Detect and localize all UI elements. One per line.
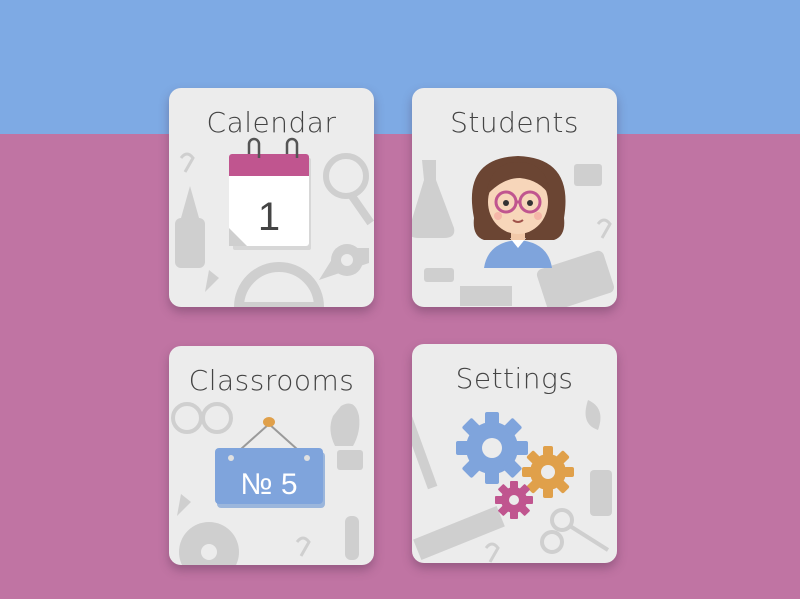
students-title: Students bbox=[450, 106, 579, 139]
background-doodles-icon bbox=[412, 160, 614, 307]
calendar-tile[interactable]: Calendar 1 bbox=[169, 88, 374, 307]
calendar-illustration: 1 bbox=[175, 137, 374, 307]
background-doodles-icon bbox=[175, 152, 374, 307]
background-top bbox=[0, 0, 800, 134]
students-illustration bbox=[412, 156, 614, 307]
settings-tile[interactable]: Settings bbox=[412, 344, 617, 563]
classroom-sign-icon: № 5 bbox=[215, 417, 325, 508]
classrooms-title: Classrooms bbox=[188, 364, 355, 397]
settings-title: Settings bbox=[455, 362, 574, 395]
calendar-day: 1 bbox=[258, 195, 280, 239]
classroom-number: № 5 bbox=[240, 468, 297, 501]
gears-icon bbox=[456, 412, 574, 519]
student-avatar-icon bbox=[471, 156, 566, 268]
calendar-title: Calendar bbox=[206, 106, 337, 139]
background-bottom bbox=[0, 134, 800, 599]
settings-illustration bbox=[412, 400, 612, 563]
background-doodles-icon bbox=[412, 400, 612, 563]
classrooms-illustration: № 5 bbox=[171, 402, 363, 565]
classrooms-tile[interactable]: Classrooms № 5 bbox=[169, 346, 374, 565]
calendar-icon: 1 bbox=[229, 137, 311, 250]
background-doodles-icon bbox=[171, 402, 363, 565]
students-tile[interactable]: Students bbox=[412, 88, 617, 307]
